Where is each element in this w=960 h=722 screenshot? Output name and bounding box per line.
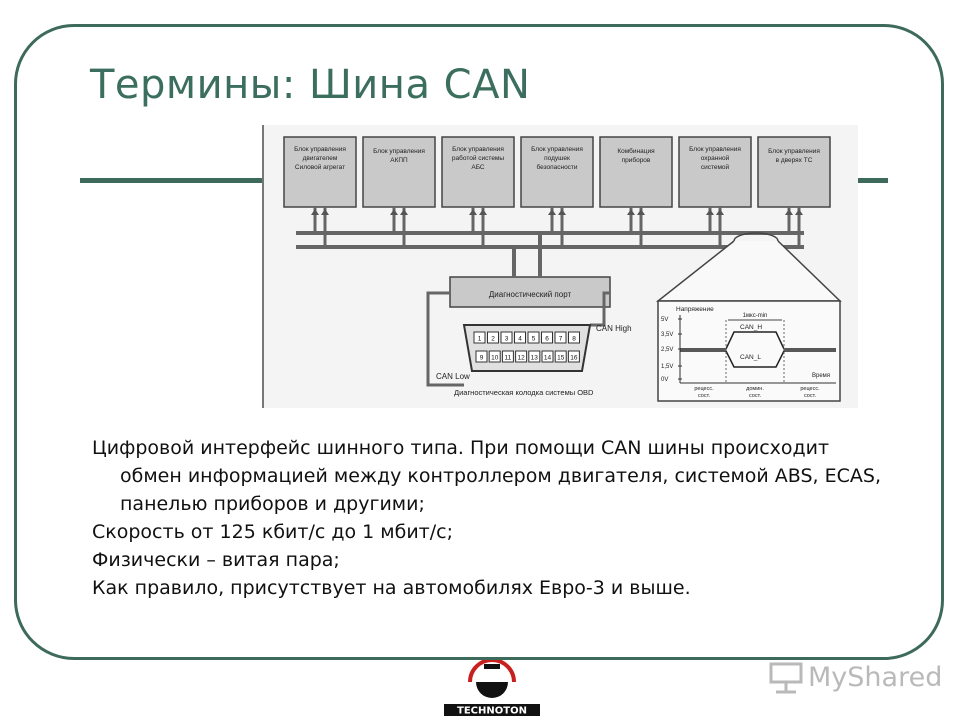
ecu-label-4-1: Блок управления — [531, 146, 583, 153]
slide-body: Цифровой интерфейс шинного типа. При пом… — [92, 434, 882, 602]
connector-caption: Диагностическая колодка системы OBD — [454, 388, 594, 397]
state-label-2-1: домин. — [746, 386, 764, 392]
obd-pin-label-2: 2 — [491, 336, 495, 343]
ecu-label-6-3: системой — [701, 163, 730, 171]
state-label-2-2: сост. — [749, 393, 762, 399]
obd-pin-label-8: 8 — [572, 336, 576, 343]
watermark-text: MyShared — [808, 662, 943, 693]
ecu-box-6 — [678, 136, 752, 208]
state-label-1-1: рецесс. — [694, 386, 714, 392]
logo-text: TECHNOTON — [457, 706, 527, 717]
time-label: Время — [812, 373, 830, 379]
obd-pin-label-7: 7 — [559, 336, 563, 343]
ecu-box-7 — [757, 136, 831, 208]
obd-pin-6 — [541, 331, 553, 344]
ecu-box-3 — [441, 136, 515, 208]
diagnostic-port-label: Диагностический порт — [489, 290, 572, 299]
level-label-1: 5V — [661, 317, 668, 323]
obd-pin-7 — [554, 331, 567, 344]
ecu-label-2-2: АКПП — [390, 157, 408, 164]
paragraph-euro3: Как правило, присутствует на автомобилях… — [92, 577, 691, 599]
obd-pin-label-16: 16 — [570, 355, 578, 362]
ecu-label-7-2: в дверях ТС — [776, 157, 813, 164]
period-label: 1мкс-min — [743, 313, 768, 319]
ecu-box-5 — [599, 136, 673, 208]
diagnostic-port-box — [449, 276, 611, 308]
presentation-icon — [769, 662, 803, 694]
obd-pin-10 — [488, 350, 501, 363]
myshared-watermark: MyShared — [764, 660, 944, 700]
title-rule-right — [856, 178, 888, 183]
obd-pin-1 — [473, 331, 486, 344]
ecu-label-3-2: работой системы — [452, 154, 504, 162]
level-label-4: 1,5V — [661, 364, 673, 370]
ecu-label-2-1: Блок управления — [373, 148, 425, 155]
ecu-box-2 — [362, 136, 436, 208]
ecu-label-5-1: Комбинация — [617, 147, 655, 155]
obd-pin-2 — [487, 331, 499, 344]
ecu-label-6-1: Блок управления — [689, 146, 741, 153]
slide-title: Термины: Шина CAN — [90, 62, 531, 108]
obd-pin-label-1: 1 — [478, 336, 482, 343]
voltage-label: Напряжение — [676, 306, 714, 313]
ecu-label-5-2: приборов — [622, 156, 651, 164]
can-high-label: CAN High — [596, 324, 632, 333]
state-label-3-1: рецесс. — [800, 386, 820, 392]
obd-pin-3 — [500, 331, 513, 344]
level-label-2: 3,5V — [661, 332, 673, 338]
ecu-label-1-1: Блок управления — [294, 146, 346, 153]
obd-pin-label-15: 15 — [557, 355, 565, 362]
state-label-1-2: сост. — [698, 393, 711, 399]
obd-pin-label-5: 5 — [532, 336, 536, 343]
ecu-label-6-2: охранной — [701, 154, 730, 162]
state-label-3-2: сост. — [804, 393, 817, 399]
ecu-label-4-3: безопасности — [536, 163, 577, 171]
ecu-label-1-3: Силовой агрегат — [295, 163, 345, 171]
ecu-label-3-3: АБС — [471, 164, 485, 171]
obd-pin-14 — [541, 350, 554, 363]
title-rule-left — [80, 178, 262, 183]
level-label-5: 0V — [661, 377, 668, 383]
paragraph-can-interface: Цифровой интерфейс шинного типа. При пом… — [92, 437, 882, 515]
ecu-label-7-1: Блок управления — [768, 148, 820, 155]
ecu-label-3-1: Блок управления — [452, 146, 504, 153]
obd-pin-15 — [554, 350, 567, 363]
obd-pin-label-14: 14 — [544, 355, 552, 362]
obd-pin-label-11: 11 — [505, 355, 512, 362]
obd-pin-11 — [501, 350, 514, 363]
obd-pin-label-12: 12 — [517, 355, 525, 362]
obd-pin-16 — [567, 350, 580, 363]
ecu-label-1-2: двигателем — [303, 155, 338, 162]
can-low-label: CAN Low — [436, 372, 470, 381]
ecu-box-4 — [520, 136, 594, 208]
paragraph-speed: Скорость от 125 кбит/с до 1 мбит/с; — [92, 521, 453, 543]
technoton-logo: TECHNOTON — [440, 658, 544, 718]
can-h-label: CAN_H — [740, 324, 762, 331]
obd-pin-9 — [475, 350, 488, 363]
can-l-label: CAN_L — [740, 354, 761, 361]
obd-pin-label-13: 13 — [531, 355, 539, 362]
paragraph-physical: Физически – витая пара; — [92, 549, 340, 571]
obd-pin-13 — [528, 350, 541, 363]
obd-pin-label-3: 3 — [505, 336, 509, 343]
obd-pin-label-4: 4 — [518, 336, 522, 343]
obd-pin-5 — [527, 331, 540, 344]
slide-frame — [14, 24, 944, 660]
ecu-box-1 — [283, 136, 357, 208]
obd-pin-label-10: 10 — [491, 355, 499, 362]
obd-pin-12 — [515, 350, 528, 363]
ecu-label-4-2: подушек — [544, 155, 570, 162]
obd-pin-4 — [514, 331, 526, 344]
obd-pin-8 — [568, 331, 580, 344]
obd-pin-label-9: 9 — [480, 355, 484, 362]
obd-pin-label-6: 6 — [545, 336, 549, 343]
level-label-3: 2,5V — [661, 347, 673, 353]
